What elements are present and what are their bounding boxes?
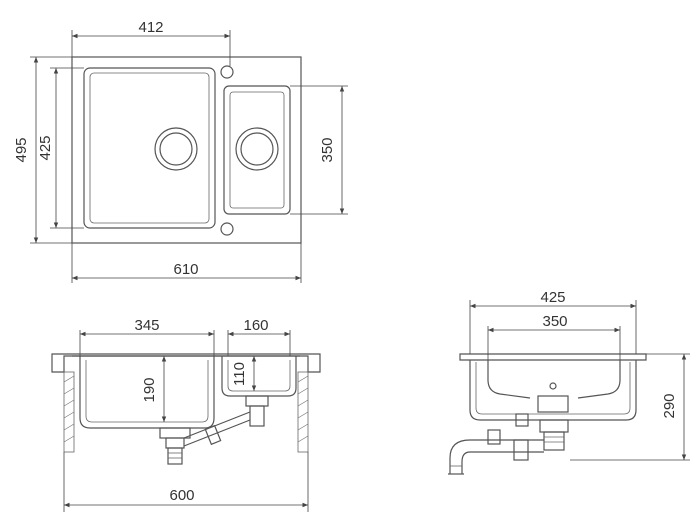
dim-side-290: 290 <box>661 393 678 418</box>
dim-front-600: 600 <box>169 487 194 504</box>
overflow-hole <box>220 222 234 236</box>
dim-front-190: 190 <box>141 377 158 402</box>
side-drain-lower <box>539 419 569 433</box>
side-view: 425 350 290 <box>448 289 690 475</box>
dim-side-425: 425 <box>540 289 565 306</box>
dim-top-412: 412 <box>138 19 163 36</box>
dim-top-495: 495 <box>13 137 30 162</box>
dim-front-160: 160 <box>243 317 268 334</box>
small-bowl-drain <box>235 127 279 171</box>
dim-front-110: 110 <box>231 362 248 386</box>
side-drain-upper <box>537 395 569 413</box>
cabinet-wall-left <box>63 371 75 453</box>
outlet-elbow <box>449 439 471 474</box>
countertop <box>51 353 321 373</box>
dim-side-350: 350 <box>542 313 567 330</box>
front-large-drain <box>159 427 191 439</box>
front-large-bowl <box>79 356 215 429</box>
side-rim <box>459 353 647 361</box>
sink-outline <box>71 56 302 244</box>
dim-front-345: 345 <box>134 317 159 334</box>
top-view: 412 495 425 350 610 <box>13 19 348 283</box>
large-bowl-drain <box>154 127 198 171</box>
small-bowl <box>223 85 291 215</box>
front-view: 345 160 190 110 600 <box>51 317 321 512</box>
front-small-drain <box>245 395 269 407</box>
tap-hole <box>220 65 234 79</box>
pipe-coupling <box>487 429 501 445</box>
dim-top-610: 610 <box>173 261 198 278</box>
large-bowl <box>83 67 216 229</box>
dim-top-350: 350 <box>319 137 336 162</box>
dim-top-425: 425 <box>37 135 54 160</box>
cabinet-wall-right <box>297 371 309 453</box>
side-bowl <box>469 360 637 421</box>
